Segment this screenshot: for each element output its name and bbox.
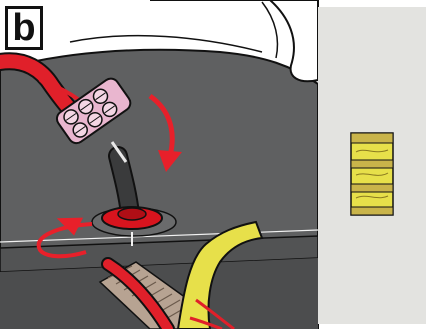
side-panel	[318, 7, 426, 324]
panel-label: b	[5, 6, 43, 50]
tape-roll-icon	[351, 133, 393, 215]
grommet-hole	[118, 208, 146, 220]
side-panel-svg	[318, 7, 426, 324]
